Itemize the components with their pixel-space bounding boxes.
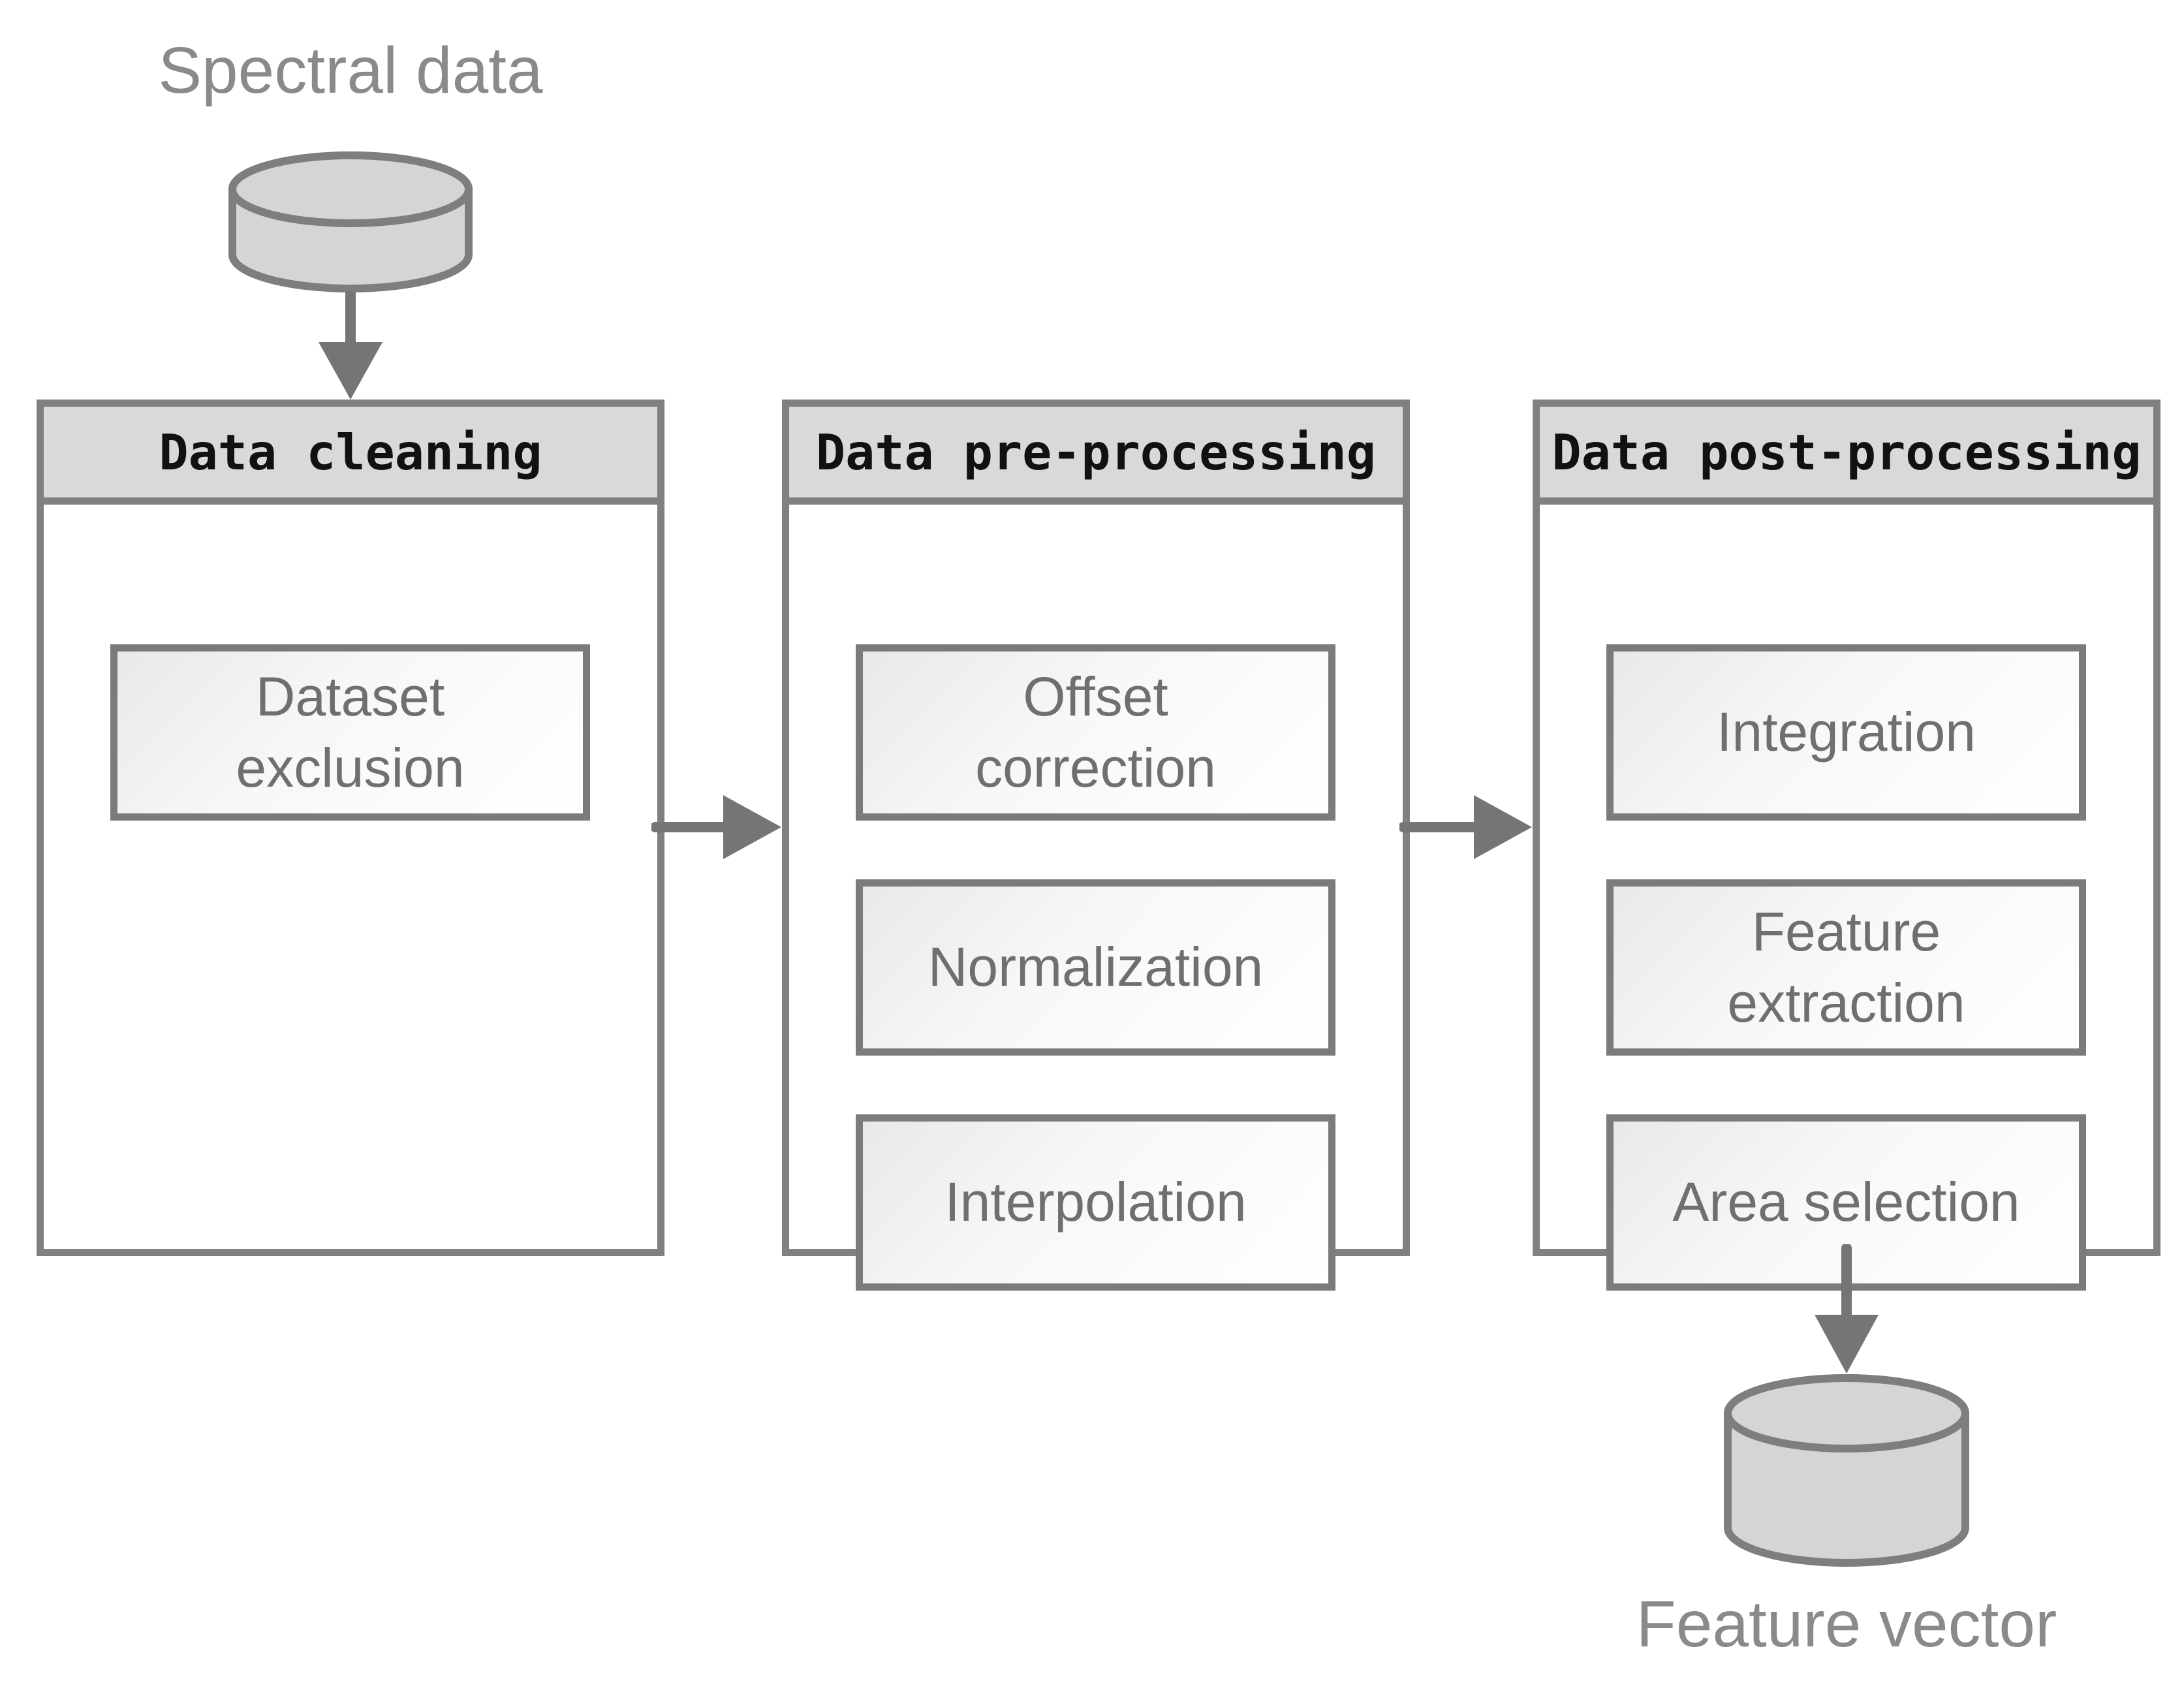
arrow-right-icon xyxy=(1399,795,1532,859)
panel-title: Data cleaning xyxy=(159,423,542,481)
arrow-down-icon xyxy=(1815,1244,1879,1374)
panel-header: Data cleaning xyxy=(44,407,657,505)
panel-body: Offset correction Normalization Interpol… xyxy=(789,505,1403,1291)
step-box-offset-correction: Offset correction xyxy=(856,644,1335,821)
arrow-down-icon xyxy=(319,291,382,400)
panel-body: Dataset exclusion xyxy=(44,505,657,1256)
step-box-feature-extraction: Feature extraction xyxy=(1606,879,2086,1056)
panel-title: Data post-processing xyxy=(1552,423,2142,481)
panel-header: Data post-processing xyxy=(1540,407,2153,505)
panel-data-cleaning: Data cleaning Dataset exclusion xyxy=(37,400,664,1256)
panel-body: Integration Feature extraction Area sele… xyxy=(1540,505,2153,1291)
panel-data-pre-processing: Data pre-processing Offset correction No… xyxy=(782,400,1410,1291)
database-cylinder-icon xyxy=(228,151,473,292)
step-box-dataset-exclusion: Dataset exclusion xyxy=(110,644,590,821)
panel-header: Data pre-processing xyxy=(789,407,1403,505)
step-box-area-selection: Area selection xyxy=(1606,1114,2086,1291)
arrow-right-icon xyxy=(651,795,781,859)
step-box-interpolation: Interpolation xyxy=(856,1114,1335,1291)
panel-title: Data pre-processing xyxy=(816,423,1376,481)
source-label: Spectral data xyxy=(158,34,543,107)
panel-data-post-processing: Data post-processing Integration Feature… xyxy=(1533,400,2161,1291)
step-box-normalization: Normalization xyxy=(856,879,1335,1056)
database-cylinder-icon xyxy=(1724,1374,1969,1567)
step-box-integration: Integration xyxy=(1606,644,2086,821)
sink-label: Feature vector xyxy=(1636,1588,2057,1661)
